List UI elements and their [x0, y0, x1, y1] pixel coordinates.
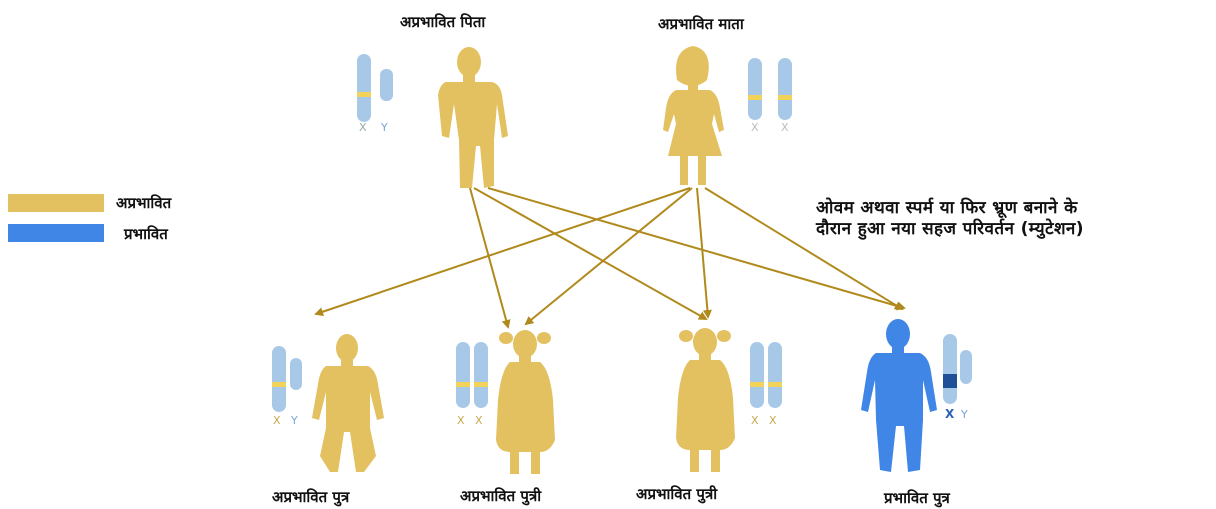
son2-chromosomes: X Y [943, 334, 972, 421]
father-figure [438, 47, 508, 188]
daughter1-x-mark-1: X [457, 414, 465, 427]
daughter1-x-mark-2: X [475, 414, 483, 427]
arrow-father-to-son2 [488, 188, 904, 308]
father-x-mark: X [359, 121, 367, 134]
arrow-father-to-daughter2 [474, 188, 706, 319]
son1-figure [312, 334, 384, 472]
mother-x-mark-1: X [751, 121, 759, 134]
son2-x-mark: X [945, 407, 955, 421]
daughter2-x-mark-1: X [751, 414, 759, 427]
son1-chromosomes: X Y [272, 346, 302, 427]
son1-x-mark: X [273, 414, 281, 427]
father-y-mark: Y [380, 121, 388, 134]
father-chromosomes: X Y [357, 54, 393, 134]
mother-figure [663, 46, 724, 185]
arrow-mother-to-son2 [705, 188, 902, 309]
father-arrows [470, 188, 904, 327]
daughter2-figure [676, 328, 735, 472]
arrow-father-to-daughter1 [470, 188, 508, 327]
son2-figure [861, 319, 937, 472]
son2-y-mark: Y [960, 408, 968, 421]
son1-y-mark: Y [290, 414, 298, 427]
arrow-mother-to-son1 [316, 188, 690, 314]
mother-x-mark-2: X [781, 121, 789, 134]
mother-chromosomes: X X [748, 58, 792, 134]
daughter1-figure [496, 330, 555, 474]
arrow-mother-to-daughter1 [526, 188, 692, 324]
daughter2-chromosomes: X X [750, 342, 782, 427]
daughter1-chromosomes: X X [456, 342, 488, 427]
daughter2-x-mark-2: X [769, 414, 777, 427]
arrow-mother-to-daughter2 [697, 188, 708, 317]
mother-arrows [316, 188, 902, 324]
